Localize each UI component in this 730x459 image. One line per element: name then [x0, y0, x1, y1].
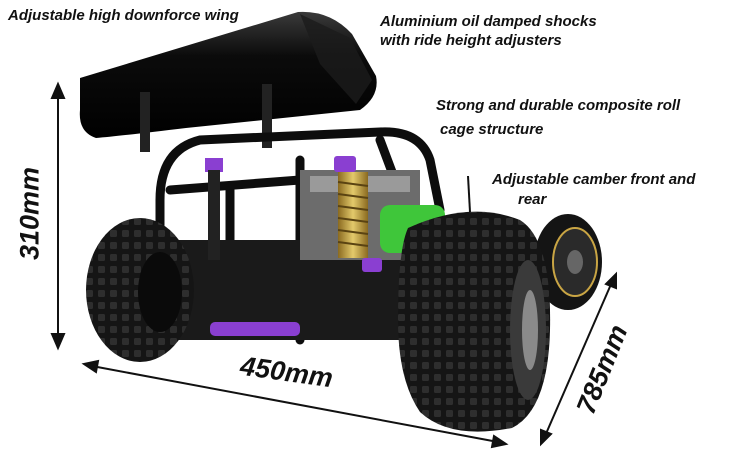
- wing-callout: Adjustable high downforce wing: [8, 7, 239, 24]
- rear-right-wheel: [398, 211, 551, 432]
- shocks-callout-line2: with ride height adjusters: [380, 32, 562, 49]
- rear-shock-right: [334, 156, 382, 272]
- antenna: [467, 175, 471, 213]
- rear-wing: [79, 11, 377, 152]
- width-arrow: [81, 359, 509, 449]
- height-dimension-label: 310mm: [14, 166, 45, 261]
- rear-left-wheel: [86, 218, 194, 362]
- camber-callout-line1: Adjustable camber front and: [492, 171, 696, 188]
- shocks-callout-line1: Aluminium oil damped shocks: [380, 13, 597, 30]
- camber-link: [210, 322, 300, 336]
- cage-callout-line2: cage structure: [440, 121, 544, 138]
- height-arrow: [50, 81, 66, 351]
- rear-shock-left: [205, 158, 223, 260]
- front-right-wheel: [534, 214, 602, 310]
- camber-callout-line2: rear: [518, 191, 547, 208]
- cage-callout-line1: Strong and durable composite roll: [436, 97, 681, 114]
- length-arrow: [540, 271, 617, 447]
